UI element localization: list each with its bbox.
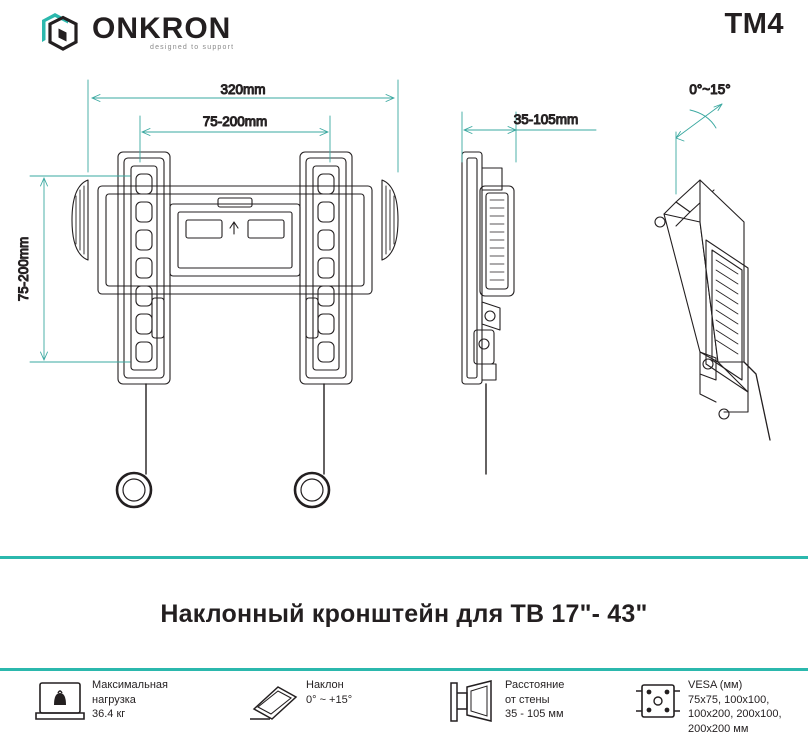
feature-wall-distance-value: 35 - 105 мм (505, 708, 564, 720)
side-view-bracket (461, 151, 515, 475)
side-depth-dim: 35-105mm (514, 112, 579, 127)
weight-load-icon (35, 682, 85, 720)
feature-vesa-text: VESA (мм) 75x75, 100x100, 100x200, 200x1… (688, 678, 782, 736)
feature-vesa-line1: VESA (мм) (688, 679, 743, 691)
feature-vesa-line3: 100x200, 200x100, (688, 708, 782, 720)
feature-max-load-text: Максимальная нагрузка 36.4 кг (92, 678, 168, 722)
front-inner-width-dim: 75-200mm (203, 114, 268, 129)
feature-tilt-value: 0° ~ +15° (306, 693, 353, 706)
technical-drawing: 320mm 75-200mm 75-200mm 35-105mm 0°~15° (15, 79, 771, 509)
vesa-pattern-icon (636, 684, 680, 718)
feature-row: Максимальная нагрузка 36.4 кг Наклон 0° … (0, 676, 808, 750)
feature-vesa-line2: 75x75, 100x100, (688, 693, 770, 706)
feature-tilt: Наклон 0° ~ +15° (248, 676, 418, 750)
front-width-dim: 320mm (220, 82, 265, 97)
header: ONKRON designed to support TM4 (0, 0, 808, 62)
dimension-lines (29, 79, 723, 363)
feature-max-load-line2: нагрузка (92, 693, 136, 706)
front-height-dim: 75-200mm (16, 237, 31, 302)
divider-bottom (0, 668, 808, 671)
tilt-view-bracket (654, 179, 771, 441)
wall-distance-icon (450, 680, 492, 722)
feature-tilt-line1: Наклон (306, 679, 344, 691)
feature-max-load: Максимальная нагрузка 36.4 кг (34, 676, 214, 750)
feature-tilt-text: Наклон 0° ~ +15° (306, 678, 352, 707)
tilt-angle-icon (250, 686, 298, 720)
feature-wall-distance: Расстояние от стены 35 - 105 мм (447, 676, 622, 750)
feature-wall-distance-line2: от стены (505, 693, 550, 706)
front-view-bracket (71, 151, 399, 509)
feature-max-load-line1: Максимальная (92, 679, 168, 691)
model-number: TM4 (724, 8, 784, 40)
page-title: Наклонный кронштейн для ТВ 17"- 43" (160, 600, 648, 628)
onkron-cube-logo-icon (42, 13, 78, 51)
feature-wall-distance-text: Расстояние от стены 35 - 105 мм (505, 678, 564, 722)
feature-wall-distance-line1: Расстояние (505, 679, 565, 691)
feature-vesa-line4: 200x200 мм (688, 722, 749, 735)
brand-name: ONKRON (92, 12, 232, 45)
feature-vesa: VESA (мм) 75x75, 100x100, 100x200, 200x1… (632, 676, 808, 750)
brand-tagline: designed to support (150, 44, 235, 51)
divider-top (0, 556, 808, 559)
feature-max-load-value: 36.4 кг (92, 708, 126, 720)
tilt-angle-dim: 0°~15° (689, 82, 730, 97)
